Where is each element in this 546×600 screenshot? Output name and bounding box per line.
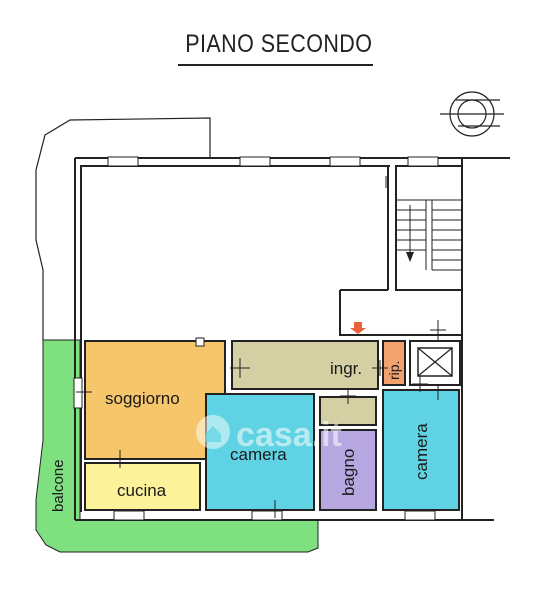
label-camera-left: camera <box>230 445 287 464</box>
stair-direction-arrow <box>406 252 414 262</box>
label-ripostiglio: rip. <box>386 361 402 380</box>
wall-ticks <box>76 176 446 518</box>
soggiorno-notch <box>195 337 205 347</box>
entrance-arrow <box>350 322 366 334</box>
watermark-logo: casa.it <box>196 415 342 454</box>
room-camera-right <box>382 389 460 511</box>
room-camera-left <box>205 393 315 511</box>
windows <box>73 156 439 521</box>
label-cucina: cucina <box>117 481 167 500</box>
plan-title: PIANO SECONDO <box>185 30 373 58</box>
label-soggiorno: soggiorno <box>105 389 180 408</box>
stair-treads <box>396 199 462 271</box>
watermark-text: casa.it <box>236 416 342 454</box>
label-balcone: balcone <box>50 459 67 512</box>
stairwell-box <box>395 165 463 291</box>
room-cucina <box>84 462 201 511</box>
elevator-cross-2 <box>417 347 453 377</box>
room-ingresso <box>231 340 379 390</box>
title-underline <box>178 64 373 66</box>
label-camera-right: camera <box>412 423 431 480</box>
room-bagno <box>319 429 377 511</box>
label-bagno: bagno <box>339 449 358 496</box>
room-ripostiglio <box>382 340 406 386</box>
label-ingresso: ingr. <box>330 359 362 378</box>
plan-title-container: PIANO SECONDO <box>170 30 380 59</box>
compass-icon <box>440 91 504 137</box>
terrace-outline <box>35 117 211 340</box>
